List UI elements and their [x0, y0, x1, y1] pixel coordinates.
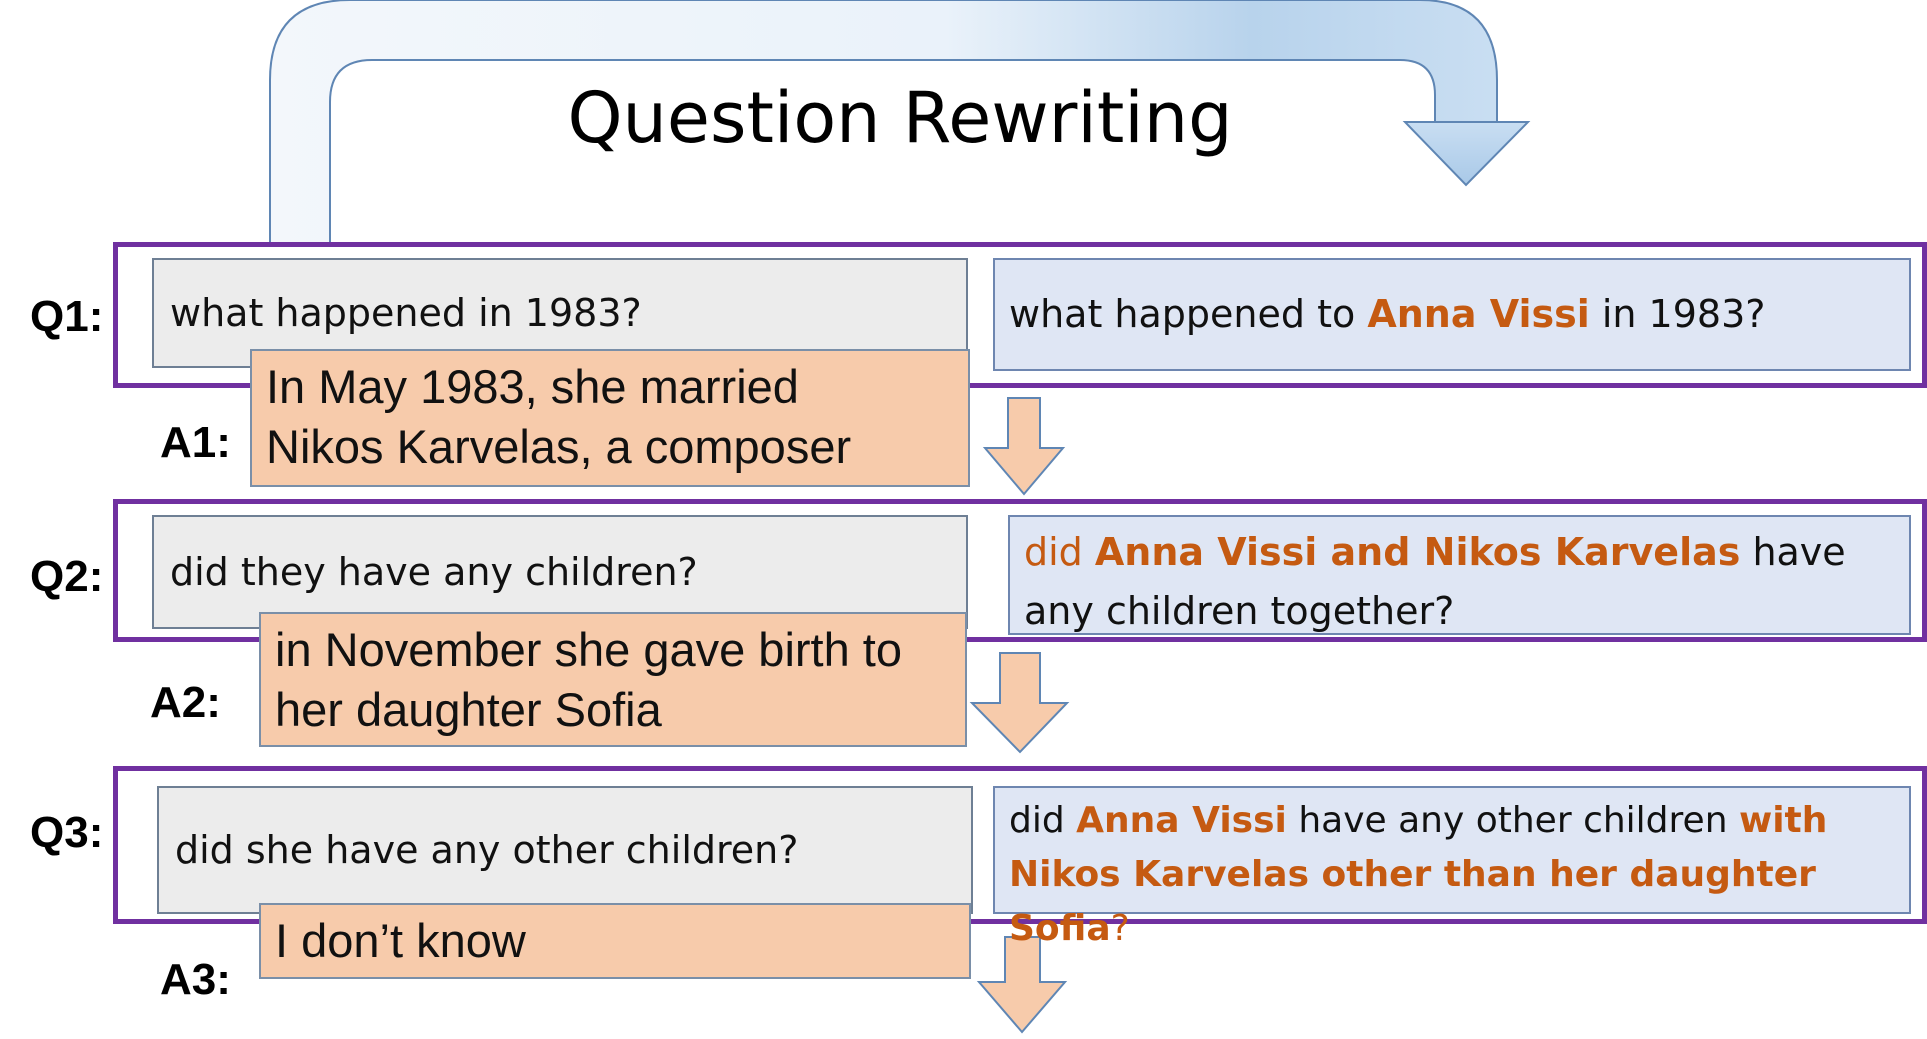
a1-answer-line-2: Nikos Karvelas, a composer [266, 419, 852, 473]
q1-rewritten-question: what happened to Anna Vissi in 1983? [993, 258, 1911, 371]
a2-label: A2: [150, 678, 221, 727]
q1-label: Q1: [30, 292, 104, 341]
down-arrow-1 [982, 397, 1066, 496]
q3-rewritten-question: did Anna Vissi have any other children w… [993, 786, 1911, 949]
q3-original-question: did she have any other children? [157, 786, 973, 914]
turn-1-frame [113, 242, 1927, 388]
q1-rewrite-segment-1: what happened to [1009, 292, 1368, 337]
a3-label: A3: [160, 955, 231, 1004]
q3-rewrite-segment-4: with Nikos Karvelas other than her daugh… [1009, 800, 1828, 949]
q2-rewrite-segment-1: did [1024, 530, 1095, 574]
down-arrow-2 [969, 652, 1070, 754]
q3-question-text: did she have any other children? [175, 828, 799, 872]
q2-question-text: did they have any children? [170, 550, 698, 594]
q3-label: Q3: [30, 808, 104, 857]
q1-question-text: what happened in 1983? [170, 291, 642, 335]
q1-rewrite-text: what happened to Anna Vissi in 1983? [1009, 285, 1765, 344]
turn-3-frame [113, 766, 1927, 924]
rewriting-arrow-body [269, 0, 1498, 246]
diagram-title: Question Rewriting [567, 77, 1233, 159]
a3-answer: I don’t know [259, 903, 971, 979]
q1-rewrite-segment-2: Anna Vissi [1367, 292, 1590, 337]
a2-answer-line-2: her daughter Sofia [275, 682, 662, 736]
a2-answer: in November she gave birth to her daught… [259, 612, 967, 747]
rewriting-arrow-head [1402, 121, 1531, 187]
q2-label: Q2: [30, 552, 104, 601]
q3-rewrite-segment-2: Anna Vissi [1076, 800, 1287, 841]
q1-rewrite-segment-3: in 1983? [1589, 292, 1766, 337]
q2-rewritten-question: did Anna Vissi and Nikos Karvelas have a… [1008, 515, 1911, 635]
a1-answer: In May 1983, she married Nikos Karvelas,… [250, 349, 970, 487]
q3-rewrite-segment-3: have any other children [1286, 800, 1739, 841]
a2-answer-line-1: in November she gave birth to [275, 623, 902, 676]
down-arrow-3 [976, 936, 1068, 1034]
q3-rewrite-segment-5: ? [1110, 908, 1130, 949]
a1-label: A1: [160, 418, 231, 467]
a1-answer-line-1: In May 1983, she married [266, 360, 799, 413]
q2-rewrite-text: did Anna Vissi and Nikos Karvelas have a… [1024, 530, 1846, 633]
q3-rewrite-segment-1: did [1009, 800, 1077, 841]
q2-rewrite-segment-3: have any children together? [1024, 530, 1846, 633]
q3-rewrite-text: did Anna Vissi have any other children w… [1009, 800, 1827, 949]
a3-answer-line-1: I don’t know [275, 914, 526, 967]
turn-2-frame [113, 499, 1927, 642]
q2-rewrite-segment-2: Anna Vissi and Nikos Karvelas [1094, 530, 1741, 574]
